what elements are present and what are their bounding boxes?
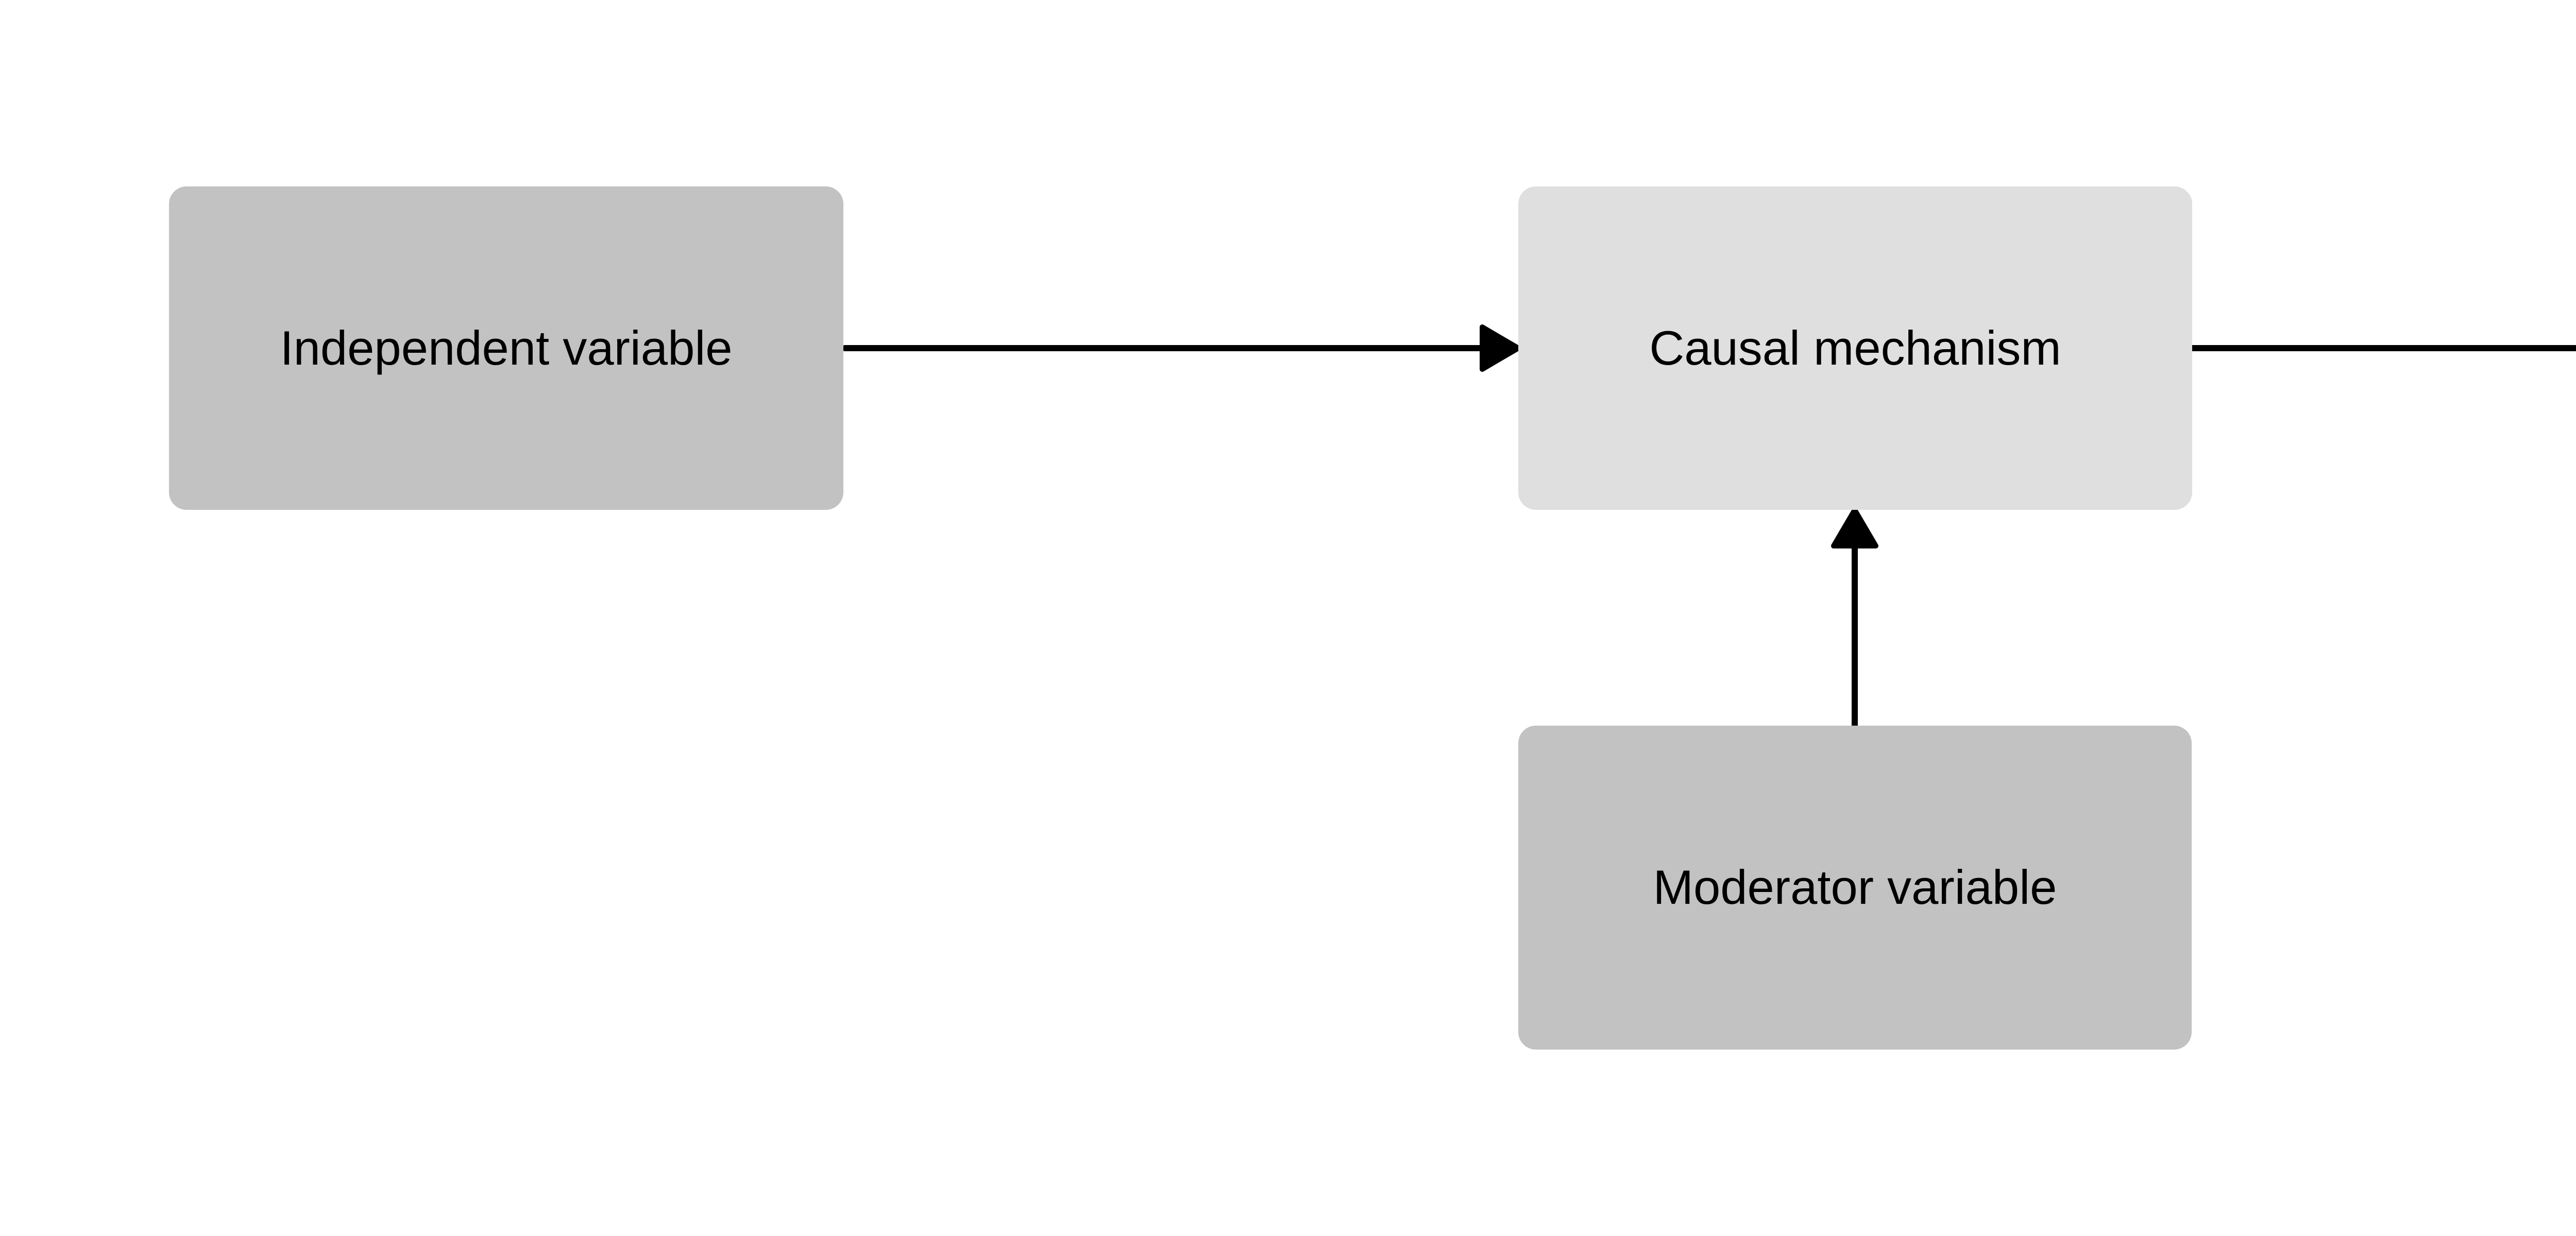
node-label: Causal mechanism (1649, 320, 2061, 375)
edge-causal-to-dependent (2188, 345, 2576, 351)
edge-moderator-to-causal (1831, 507, 1878, 729)
node-independent-variable: Independent variable (169, 186, 843, 510)
arrowhead-up-icon (1831, 507, 1878, 548)
node-moderator-variable: Moderator variable (1518, 726, 2192, 1050)
node-causal-mechanism: Causal mechanism (1518, 186, 2192, 510)
edge-independent-to-causal (842, 324, 1521, 372)
arrowhead-right-icon (1480, 324, 1521, 372)
node-label: Moderator variable (1653, 860, 2057, 915)
node-label: Independent variable (280, 320, 733, 375)
